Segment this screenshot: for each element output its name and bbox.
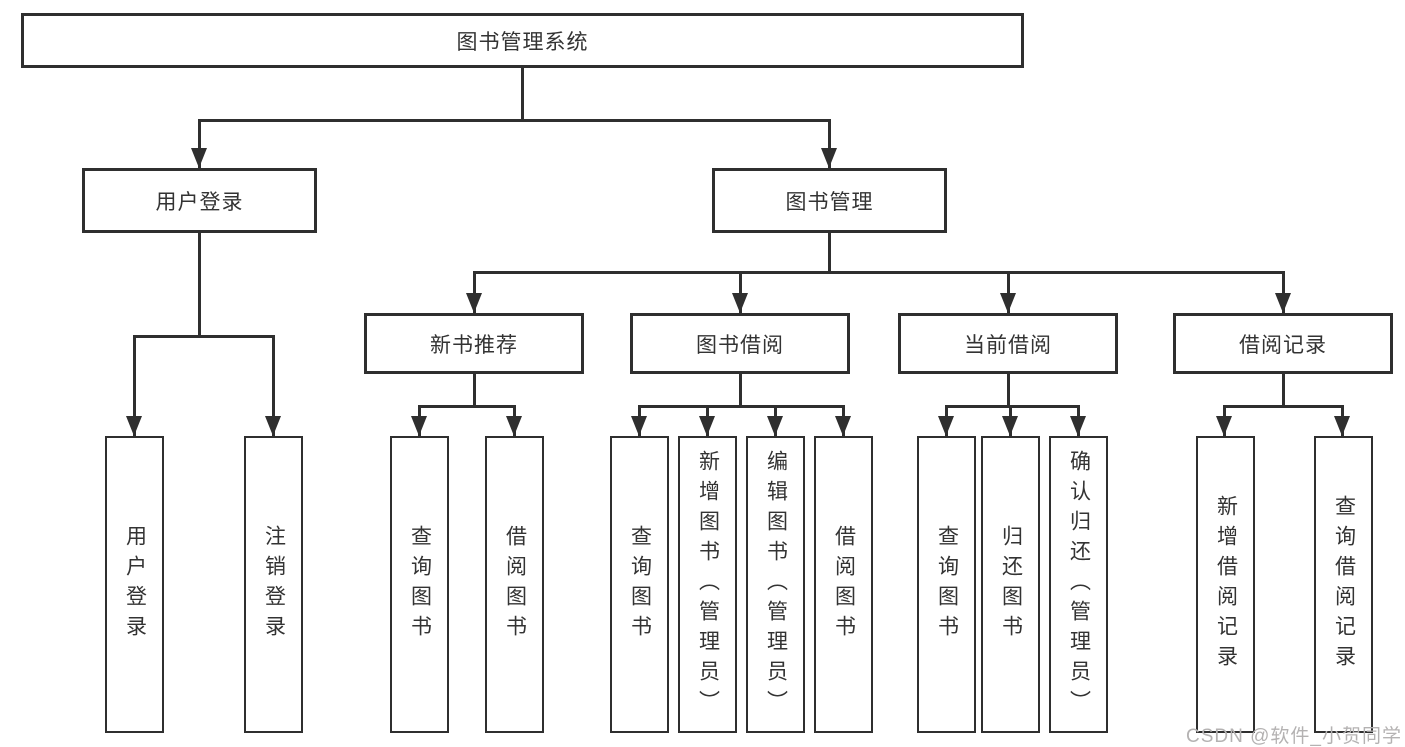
arrow-down-icon: [411, 416, 427, 436]
leaf-borrowing-borrow: 借阅图书: [814, 436, 873, 733]
leaf-newbooks-borrow-label: 借阅图书: [503, 524, 527, 645]
connector-line-vertical: [472, 272, 476, 313]
connector-line-vertical: [472, 374, 476, 406]
node-borrowing-label: 图书借阅: [696, 333, 784, 357]
leaf-current-return: 归还图书: [981, 436, 1040, 733]
connector-line-vertical: [827, 233, 831, 272]
leaf-borrowing-query: 查询图书: [610, 436, 669, 733]
node-borrow-history: 借阅记录: [1173, 313, 1393, 374]
connector-line-vertical: [827, 120, 831, 168]
arrow-down-icon: [767, 416, 783, 436]
leaf-logout: 注销登录: [244, 436, 303, 733]
leaf-newbooks-query-label: 查询图书: [408, 524, 432, 645]
node-root: 图书管理系统: [21, 13, 1024, 68]
node-current-borrow: 当前借阅: [898, 313, 1118, 374]
arrow-down-icon: [699, 416, 715, 436]
connector-line-vertical: [1006, 272, 1010, 313]
connector-line-horizontal: [1222, 404, 1344, 408]
node-borrowing: 图书借阅: [630, 313, 850, 374]
leaf-user-login-label: 用户登录: [123, 524, 147, 645]
connector-line-vertical: [197, 233, 201, 336]
leaf-current-return-label: 归还图书: [999, 524, 1023, 645]
connector-line-vertical: [197, 120, 201, 168]
leaf-borrowing-query-label: 查询图书: [628, 524, 652, 645]
node-user-login: 用户登录: [82, 168, 317, 233]
node-current-borrow-label: 当前借阅: [964, 333, 1052, 357]
leaf-history-add-label: 新增借阅记录: [1214, 494, 1238, 675]
node-root-label: 图书管理系统: [456, 30, 589, 54]
leaf-history-add: 新增借阅记录: [1196, 436, 1255, 733]
connector-line-horizontal: [132, 334, 275, 338]
leaf-current-confirm: 确认归还（管理员）: [1049, 436, 1108, 733]
connector-line-vertical: [132, 336, 136, 436]
connector-line-vertical: [1281, 374, 1285, 406]
connector-line-vertical: [520, 68, 524, 120]
arrow-down-icon: [191, 148, 207, 168]
node-new-books-label: 新书推荐: [430, 333, 518, 357]
arrow-down-icon: [1002, 416, 1018, 436]
leaf-history-query-label: 查询借阅记录: [1332, 494, 1356, 675]
connector-line-horizontal: [417, 404, 516, 408]
arrow-down-icon: [835, 416, 851, 436]
leaf-newbooks-borrow: 借阅图书: [485, 436, 544, 733]
arrow-down-icon: [126, 416, 142, 436]
arrow-down-icon: [1275, 293, 1291, 313]
connector-line-horizontal: [472, 270, 1285, 274]
leaf-borrowing-borrow-label: 借阅图书: [832, 524, 856, 645]
leaf-user-login: 用户登录: [105, 436, 164, 733]
leaf-borrowing-edit-label: 编辑图书（管理员）: [764, 449, 788, 720]
node-new-books: 新书推荐: [364, 313, 584, 374]
arrow-down-icon: [506, 416, 522, 436]
node-book-mgmt: 图书管理: [712, 168, 947, 233]
arrow-down-icon: [631, 416, 647, 436]
leaf-borrowing-add: 新增图书（管理员）: [678, 436, 737, 733]
connector-line-vertical: [271, 336, 275, 436]
leaf-current-query: 查询图书: [917, 436, 976, 733]
arrow-down-icon: [732, 293, 748, 313]
arrow-down-icon: [265, 416, 281, 436]
connector-line-horizontal: [944, 404, 1080, 408]
arrow-down-icon: [1216, 416, 1232, 436]
csdn-watermark: CSDN @软件_小贺同学: [1186, 726, 1402, 747]
node-borrow-history-label: 借阅记录: [1239, 333, 1327, 357]
node-user-login-label: 用户登录: [155, 190, 244, 214]
connector-line-horizontal: [637, 404, 845, 408]
leaf-newbooks-query: 查询图书: [390, 436, 449, 733]
leaf-current-query-label: 查询图书: [935, 524, 959, 645]
arrow-down-icon: [1070, 416, 1086, 436]
leaf-current-confirm-label: 确认归还（管理员）: [1067, 449, 1091, 720]
arrow-down-icon: [1334, 416, 1350, 436]
connector-line-vertical: [738, 374, 742, 406]
connector-line-vertical: [738, 272, 742, 313]
arrow-down-icon: [1000, 293, 1016, 313]
connector-line-vertical: [1006, 374, 1010, 406]
leaf-logout-label: 注销登录: [262, 524, 286, 645]
node-book-mgmt-label: 图书管理: [785, 190, 874, 214]
connector-line-vertical: [1281, 272, 1285, 313]
arrow-down-icon: [938, 416, 954, 436]
leaf-history-query: 查询借阅记录: [1314, 436, 1373, 733]
leaf-borrowing-add-label: 新增图书（管理员）: [696, 449, 720, 720]
leaf-borrowing-edit: 编辑图书（管理员）: [746, 436, 805, 733]
arrow-down-icon: [466, 293, 482, 313]
connector-line-horizontal: [197, 118, 831, 122]
arrow-down-icon: [821, 148, 837, 168]
